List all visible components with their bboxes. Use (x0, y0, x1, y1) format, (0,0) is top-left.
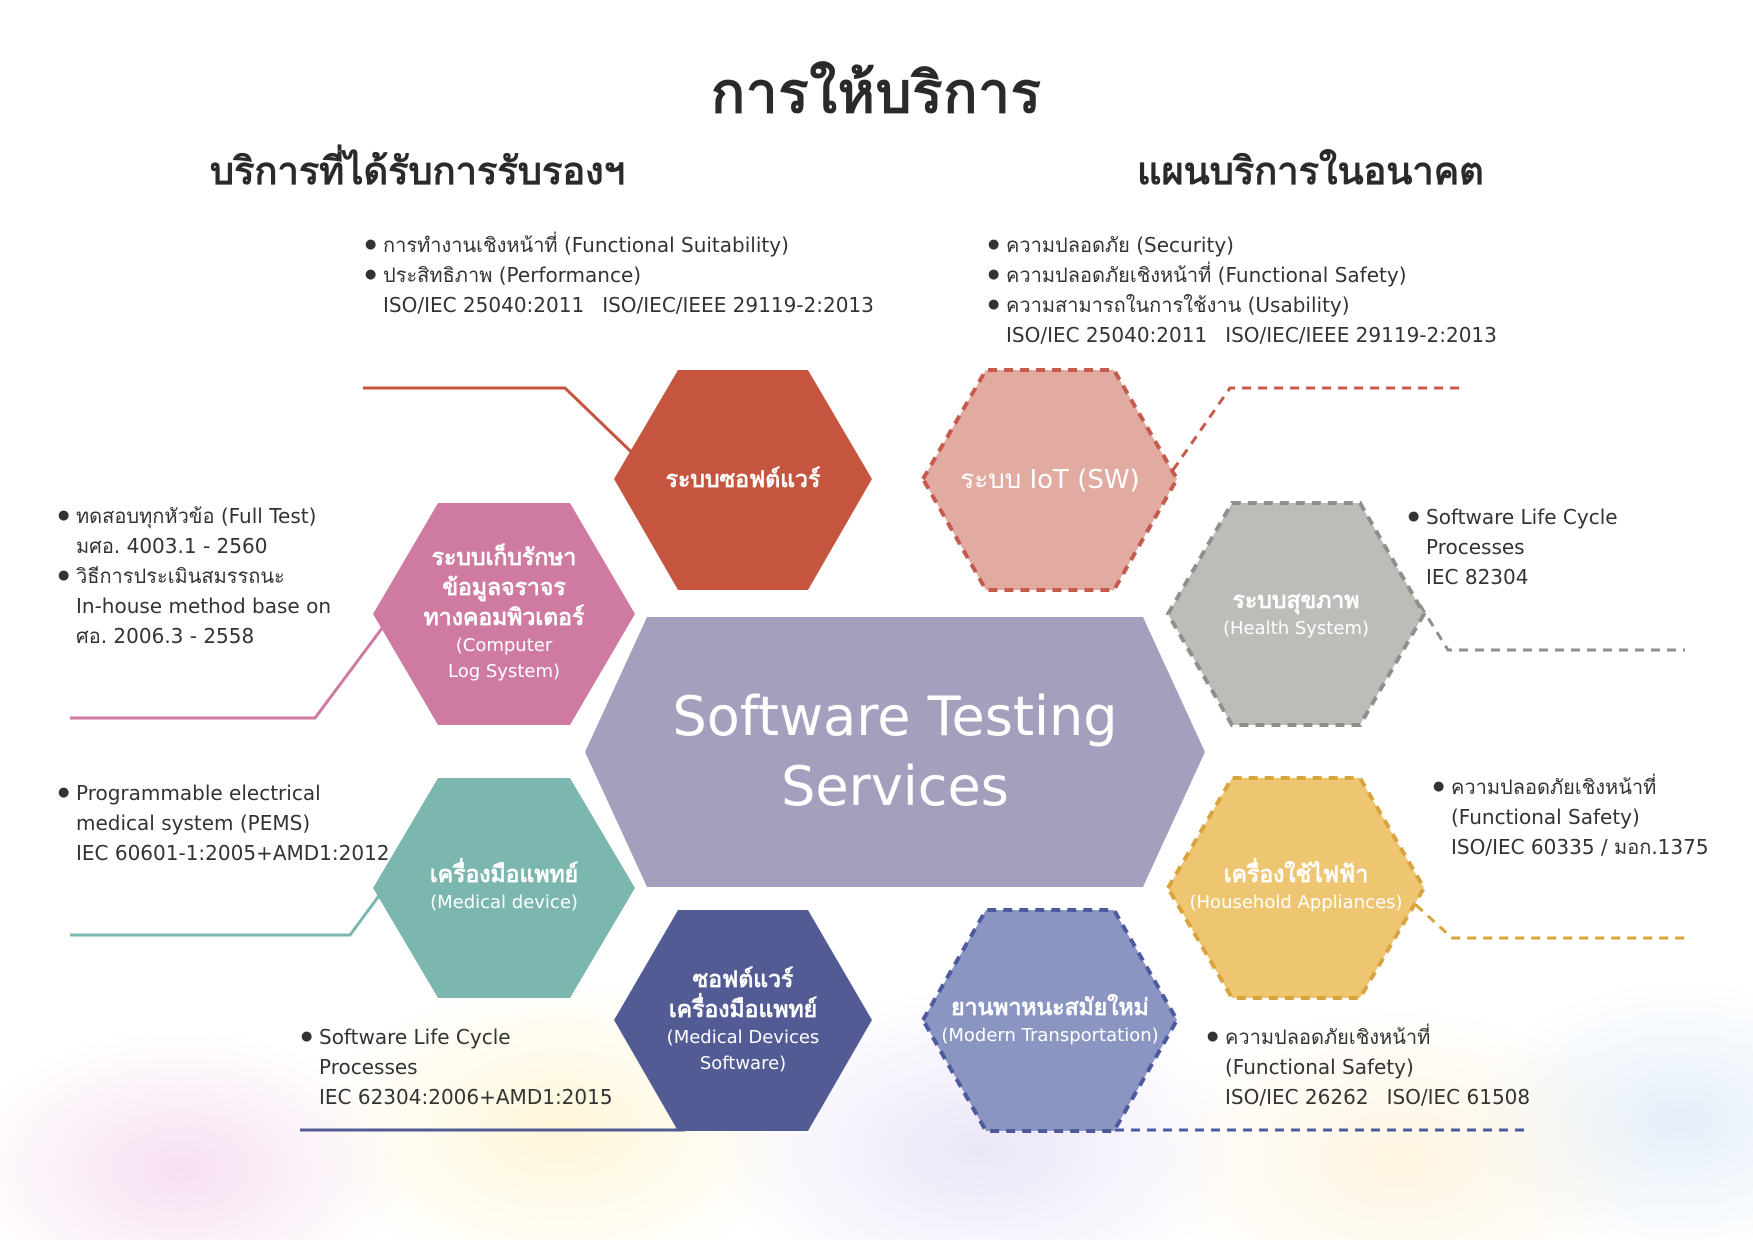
hexagon-transport (920, 908, 1180, 1133)
medical-software-sub-2: Software) (699, 1052, 787, 1074)
info-iot-item-3: ความสามารถในการใช้งาน (Usability) (988, 290, 1515, 320)
info-transport-item: ความปลอดภัยเชิงหน้าที่ (1207, 1022, 1548, 1052)
info-iot-std-1: ISO/IEC 25040:2011 (1006, 323, 1208, 347)
info-health-item: Software Life Cycle (1408, 502, 1618, 532)
hexagon-software (614, 370, 872, 590)
info-health-item-line-2: Processes (1426, 535, 1525, 559)
info-iot: ความปลอดภัย (Security) ความปลอดภัยเชิงหน… (988, 230, 1515, 350)
info-transport-std-1: ISO/IEC 26262 (1225, 1085, 1369, 1109)
medical-software-title-2: เครื่องมือแพทย์ (668, 996, 818, 1023)
log-system-title-1: ระบบเก็บรักษา (431, 545, 577, 571)
info-medical-device-item: Programmable electrical (58, 778, 390, 808)
accredited-services-heading: บริการที่ได้รับการรับรองฯ (210, 149, 626, 193)
software-title: ระบบซอฟต์แวร์ (665, 467, 821, 493)
transport-sub: (Modern Transportation) (941, 1024, 1159, 1046)
info-software: การทำงานเชิงหน้าที่ (Functional Suitabil… (365, 230, 892, 320)
connector-health (1418, 604, 1685, 652)
info-medical-device-std: IEC 60601-1:2005+AMD1:2012 (76, 841, 390, 865)
future-services-heading: แผนบริการในอนาคต (1137, 149, 1484, 193)
info-medical-software-std: IEC 62304:2006+AMD1:2015 (319, 1085, 613, 1109)
hexagon-medical-device (373, 778, 635, 998)
info-household-std: ISO/IEC 60335 / มอก.1375 (1451, 835, 1709, 859)
info-household-item: ความปลอดภัยเชิงหน้าที่ (1433, 772, 1709, 802)
connector-medical-device (70, 869, 400, 937)
household-label: เครื่องใช้ไฟฟ้า (Household Appliances) (1168, 778, 1424, 998)
hexagon-household (1165, 776, 1427, 1000)
info-household-item-line-2: (Functional Safety) (1451, 805, 1640, 829)
info-medical-device: Programmable electrical medical system (… (58, 778, 390, 868)
info-medical-software: Software Life Cycle Processes IEC 62304:… (301, 1022, 613, 1112)
log-system-label: ระบบเก็บรักษา ข้อมูลจราจร ทางคอมพิวเตอร์… (373, 503, 635, 725)
medical-device-sub: (Medical device) (430, 892, 578, 913)
page-title: การให้บริการ (711, 61, 1042, 126)
info-software-item-1: การทำงานเชิงหน้าที่ (Functional Suitabil… (365, 230, 892, 260)
software-label: ระบบซอฟต์แวร์ (614, 370, 872, 590)
hexagon-medical-software (614, 910, 872, 1131)
health-title: ระบบสุขภาพ (1232, 588, 1360, 614)
log-system-sub-1: (Computer (455, 635, 553, 656)
info-transport-item-line-2: (Functional Safety) (1225, 1055, 1414, 1079)
info-iot-std-2: ISO/IEC/IEEE 29119-2:2013 (1225, 323, 1497, 347)
info-health-std: IEC 82304 (1426, 565, 1529, 589)
info-iot-item-2: ความปลอดภัยเชิงหน้าที่ (Functional Safet… (988, 260, 1515, 290)
medical-software-title-1: ซอฟต์แวร์ (692, 966, 794, 993)
iot-title: ระบบ IoT (SW) (960, 465, 1140, 495)
info-log-system-item-2-line-2: In-house method base on (76, 594, 331, 618)
health-sub: (Health System) (1223, 618, 1369, 639)
log-system-sub-2: Log System) (447, 661, 561, 682)
transport-label: ยานพาหนะสมัยใหม่ (Modern Transportation) (923, 910, 1177, 1131)
medical-device-title: เครื่องมือแพทย์ (429, 862, 579, 888)
info-log-system-item-1: ทดสอบทุกหัวข้อ (Full Test) (58, 501, 331, 531)
hexagon-log-system (373, 503, 635, 725)
info-software-std-2: ISO/IEC/IEEE 29119-2:2013 (602, 293, 874, 317)
connector-software (363, 386, 652, 472)
info-log-system-item-2: วิธีการประเมินสมรรถนะ (58, 561, 331, 591)
info-log-system-std-1: มศอ. 4003.1 - 2560 (76, 534, 268, 558)
household-sub: (Household Appliances) (1189, 892, 1403, 913)
info-log-system-item-2-line-3: ศอ. 2006.3 - 2558 (76, 624, 255, 648)
info-iot-item-1: ความปลอดภัย (Security) (988, 230, 1515, 260)
info-transport: ความปลอดภัยเชิงหน้าที่ (Functional Safet… (1207, 1022, 1548, 1112)
hexagon-iot (920, 368, 1180, 592)
info-health: Software Life Cycle Processes IEC 82304 (1408, 502, 1618, 592)
info-household: ความปลอดภัยเชิงหน้าที่ (Functional Safet… (1433, 772, 1709, 862)
medical-software-sub-1: (Medical Devices (666, 1026, 820, 1048)
household-title: เครื่องใช้ไฟฟ้า (1223, 862, 1369, 888)
connector-iot (1171, 386, 1460, 471)
transport-title: ยานพาหนะสมัยใหม่ (951, 994, 1149, 1021)
info-medical-software-item: Software Life Cycle (301, 1022, 613, 1052)
connector-household (1414, 903, 1690, 940)
info-transport-std-2: ISO/IEC 61508 (1386, 1085, 1531, 1109)
hexagon-health (1165, 501, 1427, 727)
info-software-std-1: ISO/IEC 25040:2011 (383, 293, 585, 317)
log-system-title-3: ทางคอมพิวเตอร์ (423, 605, 585, 631)
medical-software-label: ซอฟต์แวร์ เครื่องมือแพทย์ (Medical Devic… (614, 910, 872, 1131)
log-system-title-2: ข้อมูลจราจร (442, 575, 566, 601)
center-line-2: Services (781, 755, 1009, 818)
info-medical-software-item-line-2: Processes (319, 1055, 418, 1079)
hexagon-center (585, 617, 1205, 887)
center-label: Software Testing Services (585, 617, 1205, 887)
info-log-system: ทดสอบทุกหัวข้อ (Full Test) มศอ. 4003.1 -… (58, 501, 331, 651)
medical-device-label: เครื่องมือแพทย์ (Medical device) (373, 778, 635, 998)
info-software-item-2: ประสิทธิภาพ (Performance) (365, 260, 892, 290)
center-line-1: Software Testing (672, 685, 1118, 748)
info-medical-device-item-line-2: medical system (PEMS) (76, 811, 311, 835)
iot-label: ระบบ IoT (SW) (923, 370, 1177, 590)
health-label: ระบบสุขภาพ (Health System) (1168, 503, 1424, 725)
